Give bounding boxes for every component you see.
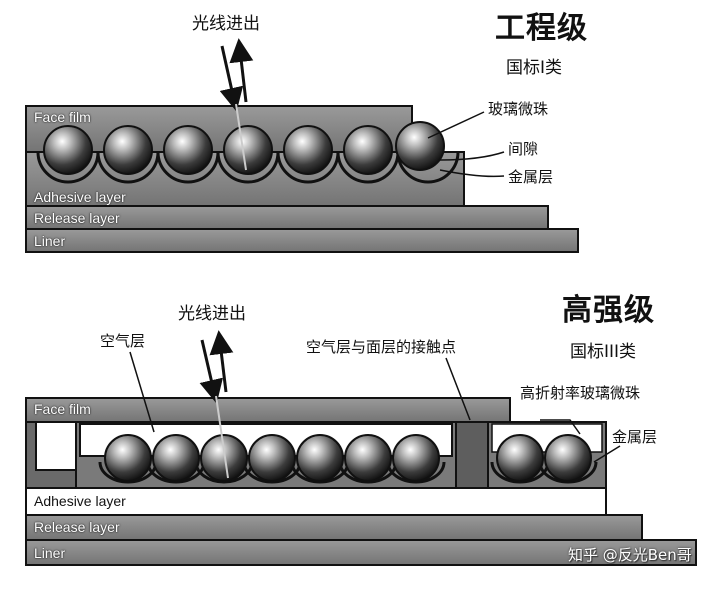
watermark: 知乎 @反光Ben哥: [568, 546, 692, 564]
bottom-glass-beads: [104, 434, 592, 482]
top-adhesive-label: Adhesive layer: [34, 189, 126, 205]
top-liner-layer: [25, 228, 579, 253]
bottom-adhesive-label: Adhesive layer: [34, 493, 126, 509]
bottom-air-label: 空气层: [100, 332, 146, 350]
bottom-release-layer: [25, 514, 643, 541]
bottom-diagram: [25, 330, 697, 566]
bottom-metal-label: 金属层: [612, 428, 658, 446]
top-light-arrows: [219, 38, 254, 171]
top-face-film-label: Face film: [34, 109, 91, 125]
top-beads-label: 玻璃微珠: [488, 100, 549, 118]
top-glass-beads: [43, 121, 445, 175]
bottom-light-arrows: [199, 330, 234, 479]
top-metal-cups: [36, 151, 460, 184]
bottom-liner-label: Liner: [34, 545, 66, 561]
top-callout-lines: [427, 111, 505, 178]
bottom-face-film-label: Face film: [34, 401, 91, 417]
top-liner-label: Liner: [34, 233, 66, 249]
top-light-label: 光线进出: [192, 14, 260, 34]
bottom-binder-layer: [25, 421, 77, 489]
top-release-label: Release layer: [34, 210, 120, 226]
bottom-beads-label: 高折射率玻璃微珠: [520, 384, 641, 402]
top-subtitle: 国标I类: [506, 58, 563, 78]
bottom-title: 高强级: [562, 293, 655, 328]
bottom-liner-layer: [25, 539, 697, 566]
bottom-release-label: Release layer: [34, 519, 120, 535]
top-gap-label: 间隙: [508, 140, 539, 158]
bottom-contact-seal: [455, 421, 489, 489]
bottom-subtitle: 国标III类: [570, 342, 637, 362]
bottom-contact-label: 空气层与面层的接触点: [306, 338, 457, 356]
bottom-face-film-layer: [25, 397, 511, 423]
bottom-callout-lines: [129, 351, 621, 463]
top-metal-label: 金属层: [508, 168, 554, 186]
top-diagram: [25, 38, 579, 253]
top-title: 工程级: [495, 11, 588, 46]
bottom-light-label: 光线进出: [178, 304, 246, 324]
